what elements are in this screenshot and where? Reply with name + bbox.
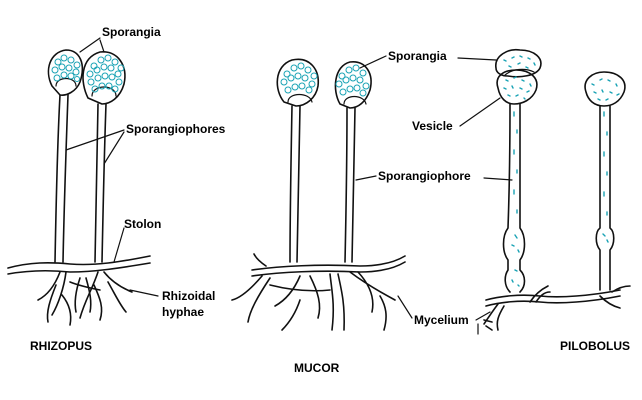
leader-rhizoidal xyxy=(129,289,159,297)
rhizopus-drawing xyxy=(7,49,151,326)
rhizopus-spores-right xyxy=(86,54,125,93)
leader-sporangiophore-1 xyxy=(355,175,377,181)
leader-sporangia-right-2 xyxy=(457,57,497,61)
pilobolus-sporangiophore-left xyxy=(502,103,511,293)
leader-sporangia-left-2 xyxy=(99,39,105,53)
label-pilobolus: PILOBOLUS xyxy=(560,339,631,353)
label-sporangia-right: Sporangia xyxy=(388,49,447,63)
pilobolus-mycelium xyxy=(483,285,631,331)
leader-mycelium-2 xyxy=(475,311,491,321)
mucor-drawing xyxy=(231,58,406,331)
rhizopus-sporangiophore-right xyxy=(94,103,99,263)
rhizopus-sporangium-left xyxy=(47,49,84,96)
rhizopus-sporangiophore-left xyxy=(54,94,61,263)
pilobolus-drawing xyxy=(483,48,631,331)
label-stolon: Stolon xyxy=(124,217,162,231)
pilobolus-vesicle-right xyxy=(584,71,626,107)
leader-vesicle xyxy=(459,97,501,127)
pilobolus-sporangiophore-right xyxy=(595,105,601,291)
leader-stolon xyxy=(113,227,125,263)
mucor-sporangiophore-left xyxy=(289,105,293,263)
rhizopus-rhizoids xyxy=(37,271,133,326)
label-rhizoidal-2: hyphae xyxy=(162,305,205,319)
label-vesicle: Vesicle xyxy=(412,119,453,133)
label-sporangiophores: Sporangiophores xyxy=(126,122,226,136)
mucor-spores-left xyxy=(280,62,318,94)
pilobolus-sporangium-cap xyxy=(495,48,542,78)
label-mycelium: Mycelium xyxy=(414,313,469,327)
leader-sporangiophores-1 xyxy=(65,129,125,151)
leader-lines xyxy=(65,37,513,335)
mucor-mycelium xyxy=(231,253,406,331)
leader-mycelium-1 xyxy=(397,295,413,319)
leader-sporangia-right-1 xyxy=(359,55,387,69)
mucor-sporangium-left xyxy=(276,58,319,107)
rhizopus-sporangium-right xyxy=(82,51,126,105)
rhizopus-stolon xyxy=(7,255,151,269)
mucor-sporangiophore-right xyxy=(344,107,348,263)
leader-sporangiophore-2 xyxy=(483,177,513,181)
pilobolus-granules-right xyxy=(591,78,620,243)
leader-sporangia-left-1 xyxy=(79,37,101,53)
label-sporangiophore: Sporangiophore xyxy=(378,169,471,183)
mucor-spores-right xyxy=(335,64,370,97)
label-rhizopus: RHIZOPUS xyxy=(30,339,93,353)
mucor-sporangium-right xyxy=(334,61,372,109)
label-rhizoidal-1: Rhizoidal xyxy=(162,289,216,303)
rhizopus-spores-left xyxy=(51,54,81,82)
pilobolus-granules-left xyxy=(503,55,536,287)
leader-sporangiophores-2 xyxy=(103,131,125,165)
label-mucor: MUCOR xyxy=(294,361,340,375)
pilobolus-vesicle xyxy=(496,69,538,105)
label-sporangia-left: Sporangia xyxy=(102,25,161,39)
